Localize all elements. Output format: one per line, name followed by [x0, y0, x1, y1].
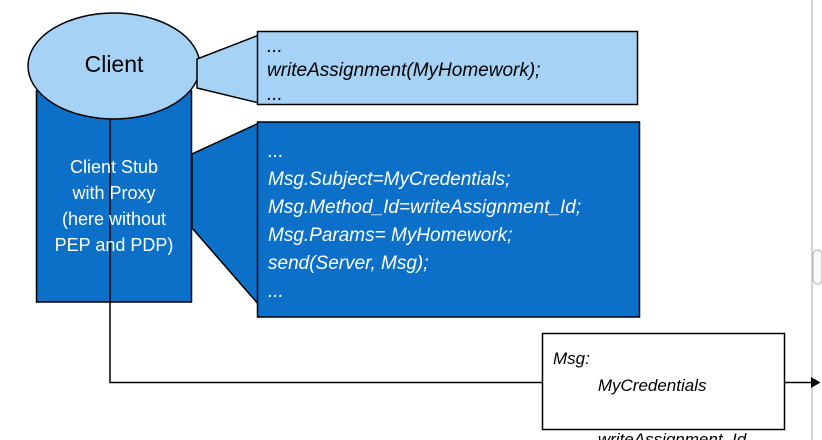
stub-callout-box: [256, 121, 641, 318]
client-label: Client: [84, 51, 144, 77]
client-stub-label: Client Stub with Proxy (here without PEP…: [54, 157, 174, 255]
message-box-content: Msg: MyCredentials writeAssignment_Id My…: [553, 345, 746, 440]
client-callout-pointer: [196, 33, 260, 104]
message-label: Msg:: [553, 349, 590, 368]
arrowhead-icon: [811, 377, 821, 388]
stub-callout-pointer: [191, 121, 260, 308]
message-box: [541, 332, 786, 431]
client-code-text: ... writeAssignment(MyHomework); ...: [267, 36, 541, 105]
scrollbar-thumb[interactable]: [812, 249, 822, 285]
client-stub-box: [35, 90, 193, 303]
message-value-credentials: MyCredentials: [597, 376, 707, 395]
message-values: MyCredentials writeAssignment_Id MyHomew…: [598, 345, 746, 440]
message-value-method-id: writeAssignment_Id: [597, 430, 747, 440]
stub-code-text: ... Msg.Subject=MyCredentials; Msg.Metho…: [268, 141, 582, 302]
client-callout-box: [256, 30, 639, 106]
